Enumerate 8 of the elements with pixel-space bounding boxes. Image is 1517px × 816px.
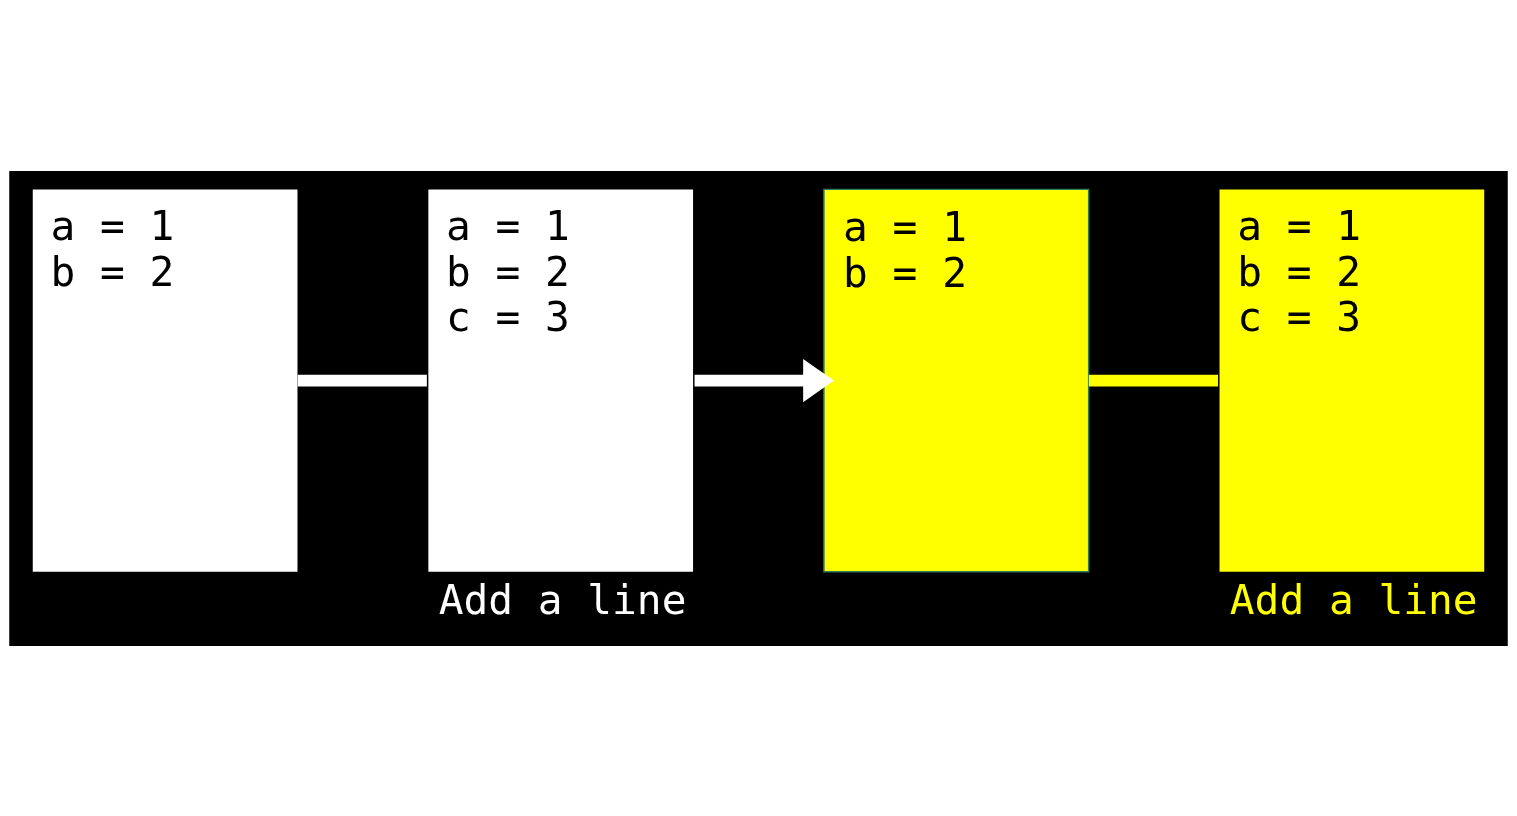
node-box: a = 1 b = 2 c = 3 bbox=[428, 188, 694, 572]
node-label: Add a line bbox=[1229, 575, 1478, 623]
connector bbox=[1088, 374, 1219, 386]
node-box: a = 1 b = 2 c = 3 bbox=[1219, 188, 1485, 572]
connector bbox=[297, 374, 427, 386]
node-box: a = 1 b = 2 bbox=[32, 188, 298, 572]
node-label: Add a line bbox=[438, 575, 687, 623]
arrow bbox=[694, 358, 834, 402]
